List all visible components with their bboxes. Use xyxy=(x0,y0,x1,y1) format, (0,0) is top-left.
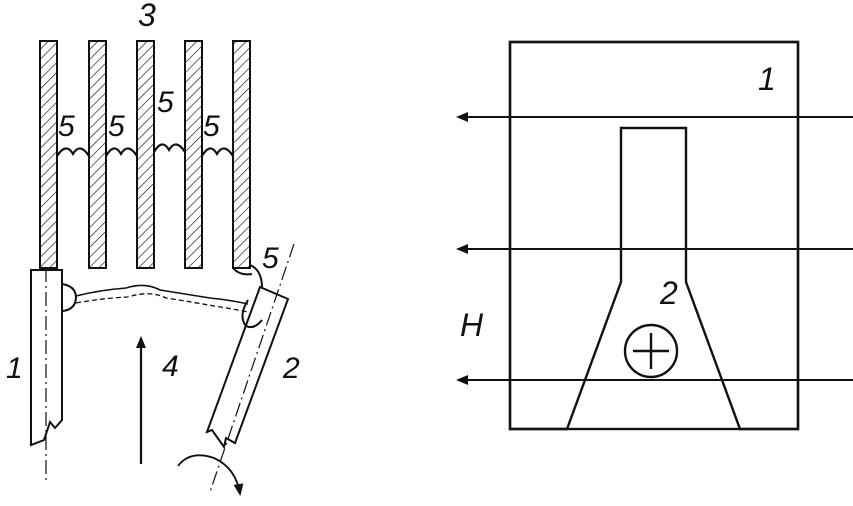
side-gap-label: 5 xyxy=(262,242,279,275)
rod-left-label: 1 xyxy=(6,352,23,385)
rotation-arrow xyxy=(177,454,244,496)
insert-label: 2 xyxy=(659,275,678,311)
arrow-label: 4 xyxy=(162,350,179,383)
meniscus-4 xyxy=(201,147,234,157)
left-figure: 3 5 5 5 5 5 4 1 2 xyxy=(6,0,300,496)
gap-label-3: 5 xyxy=(157,86,174,119)
right-figure: 1 2 H xyxy=(456,40,853,431)
gap-label-2: 5 xyxy=(108,110,125,143)
side-meniscus xyxy=(249,264,263,289)
plus-in-circle-icon xyxy=(623,323,679,379)
liquid-bridge xyxy=(75,284,249,305)
field-label: H xyxy=(460,307,484,343)
droplet-right xyxy=(241,299,263,329)
rod-right xyxy=(205,243,295,493)
fin-2 xyxy=(88,40,107,269)
fin-3 xyxy=(136,40,155,269)
meniscus-2 xyxy=(105,147,138,157)
plate-label: 1 xyxy=(758,61,776,97)
fin-1 xyxy=(39,40,58,269)
gap-label-4: 5 xyxy=(203,110,220,143)
rod-right-label: 2 xyxy=(282,352,300,385)
meniscus-3 xyxy=(153,143,186,153)
liquid-bridge-inner xyxy=(75,293,249,313)
fin-5 xyxy=(232,40,251,269)
fin-array xyxy=(39,40,251,269)
top-label: 3 xyxy=(138,0,156,33)
meniscus-1 xyxy=(56,147,90,157)
insert xyxy=(508,40,800,431)
field-lines xyxy=(456,112,853,385)
gap-label-1: 5 xyxy=(58,110,75,143)
droplet-left xyxy=(61,283,78,312)
rod-left xyxy=(30,268,63,482)
fin-4 xyxy=(184,40,203,269)
fin-5-foot xyxy=(232,267,253,276)
meniscus-group xyxy=(56,143,234,157)
plate xyxy=(508,40,800,431)
